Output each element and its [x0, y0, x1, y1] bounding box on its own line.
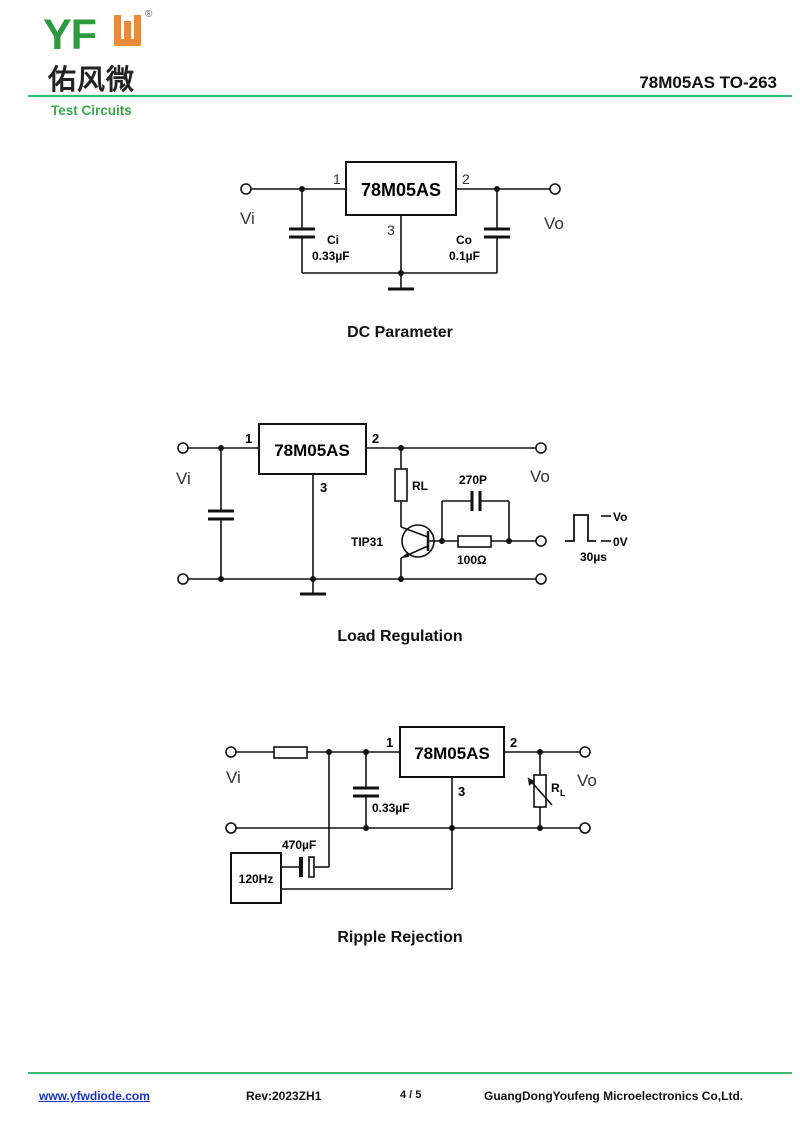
- c3-cap-label: 0.33µF: [372, 801, 410, 815]
- c3-pin2: 2: [510, 735, 517, 750]
- caption-ripple-rejection: Ripple Rejection: [337, 929, 463, 946]
- c1-vo-label: Vo: [544, 214, 564, 233]
- c3-pin1: 1: [386, 735, 393, 750]
- c3-cap2-label: 470µF: [282, 838, 316, 852]
- c3-pin3: 3: [458, 784, 465, 799]
- website-link[interactable]: www.yfwdiode.com: [39, 1089, 150, 1103]
- c1-ci-value: 0.33µF: [312, 249, 350, 263]
- c1-pin2: 2: [462, 171, 470, 187]
- vo-terminal: [549, 183, 561, 195]
- header-rule: [28, 95, 792, 97]
- footer-website: www.yfwdiode.com: [39, 1089, 150, 1103]
- logo-w-mark: [114, 15, 141, 46]
- c1-co-value: 0.1µF: [449, 249, 480, 263]
- c2-pulse-width: 30µs: [580, 550, 607, 564]
- caption-load-regulation: Load Regulation: [337, 628, 463, 645]
- c2-pulse-low: 0V: [613, 535, 628, 549]
- c2-pin2: 2: [372, 431, 379, 446]
- c2-vi-label: Vi: [176, 469, 191, 488]
- registered-mark: ®: [145, 9, 153, 20]
- c2-ic-label: 78M05AS: [274, 441, 350, 460]
- section-title: Test Circuits: [51, 103, 132, 118]
- footer-page-number: 4 / 5: [400, 1089, 422, 1101]
- c3-source-label: 120Hz: [239, 872, 274, 886]
- footer-rule: [28, 1072, 792, 1074]
- c3-rl-sub: L: [560, 788, 566, 798]
- c1-pin1: 1: [333, 171, 341, 187]
- load-regulation-circuit: [177, 423, 611, 596]
- ripple-rejection-circuit: [225, 726, 591, 904]
- document-title: 78M05AS TO-263: [639, 73, 777, 92]
- c2-pin3: 3: [320, 480, 327, 495]
- c2-transistor-label: TIP31: [351, 535, 383, 549]
- logo-chinese: 佑风微: [48, 63, 136, 96]
- caption-dc-parameter: DC Parameter: [347, 324, 453, 341]
- footer-company: GuangDongYoufeng Microelectronics Co,Ltd…: [484, 1089, 744, 1103]
- footer-revision: Rev:2023ZH1: [246, 1089, 322, 1103]
- c2-pin1: 1: [245, 431, 252, 446]
- c2-resistor-label: 100Ω: [457, 553, 487, 567]
- c3-rl-label: R: [551, 781, 560, 795]
- c1-ci-name: Ci: [327, 233, 339, 247]
- c3-vo-label: Vo: [577, 771, 597, 790]
- c2-vo-label: Vo: [530, 467, 550, 486]
- c2-cap-label: 270P: [459, 473, 487, 487]
- c3-ic-label: 78M05AS: [414, 744, 490, 763]
- c1-co-name: Co: [456, 233, 472, 247]
- c2-pulse-high: Vo: [613, 510, 627, 524]
- c1-ic-label: 78M05AS: [361, 180, 441, 200]
- c1-vi-label: Vi: [240, 209, 255, 228]
- c3-vi-label: Vi: [226, 768, 241, 787]
- logo-yf: YF: [43, 11, 97, 59]
- c2-rl-label: RL: [412, 479, 428, 493]
- c1-pin3: 3: [387, 222, 395, 238]
- vi-terminal: [240, 183, 252, 195]
